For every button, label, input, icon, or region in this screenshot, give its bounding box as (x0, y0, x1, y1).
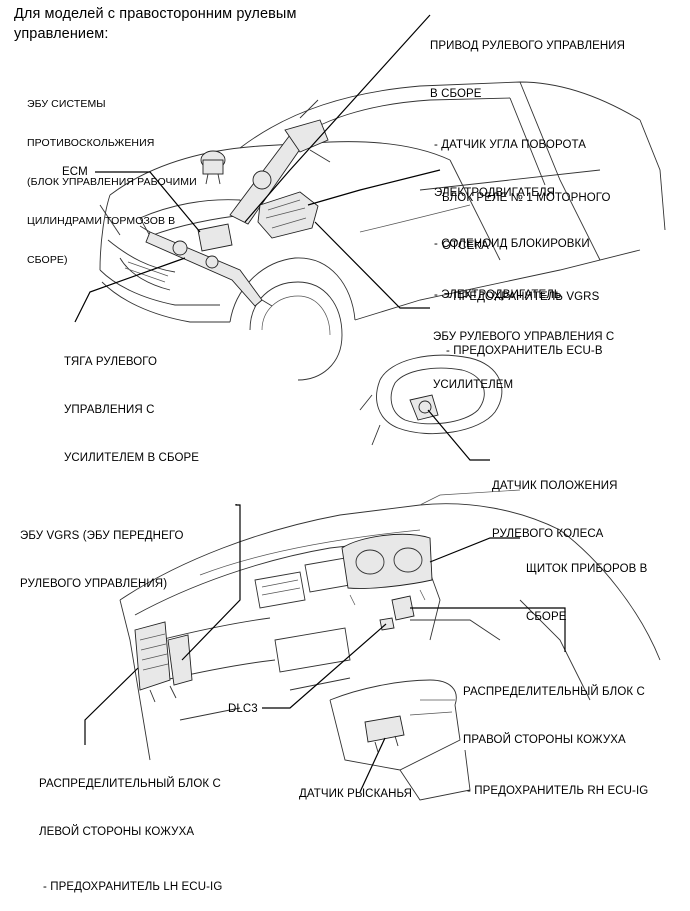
rh-junction-line-2: ПРАВОЙ СТОРОНЫ КОЖУХА (463, 734, 626, 746)
abs-ecu-line-1: ЭБУ СИСТЕМЫ (27, 98, 106, 110)
relay-block-line-2: ОТСЕКА (442, 240, 489, 252)
abs-ecu-label: ЭБУ СИСТЕМЫ ПРОТИВОСКОЛЬЖЕНИЯ (БЛОК УПРА… (27, 72, 197, 280)
relay-block-line-3: - ПРЕДОХРАНИТЕЛЬ VGRS (446, 291, 600, 303)
steering-actuator-line-3: - ДАТЧИК УГЛА ПОВОРОТА (434, 139, 587, 151)
wheel-sensor-line-2: РУЛЕВОГО КОЛЕСА (492, 528, 604, 540)
heading-line-2: управлением: (14, 26, 109, 42)
steering-link-line-3: УСИЛИТЕЛЕМ В СБОРЕ (64, 452, 200, 464)
abs-ecu-line-3: (БЛОК УПРАВЛЕНИЯ РАБОЧИМИ (27, 176, 197, 188)
abs-ecu-line-5: СБОРЕ) (27, 254, 68, 266)
vgrs-ecu-line-2: РУЛЕВОГО УПРАВЛЕНИЯ) (20, 578, 168, 590)
eps-ecu-label: ЭБУ РУЛЕВОГО УПРАВЛЕНИЯ С УСИЛИТЕЛЕМ (433, 297, 614, 409)
ecm-drawing (197, 223, 233, 252)
relay-block-label: БЛОК РЕЛЕ № 1 МОТОРНОГО ОТСЕКА - ПРЕДОХР… (442, 158, 611, 375)
vgrs-ecu-line-1: ЭБУ VGRS (ЭБУ ПЕРЕДНЕГО (20, 530, 184, 542)
lh-junction-line-3: - ПРЕДОХРАНИТЕЛЬ LH ECU-IG (43, 881, 223, 893)
lh-junction-line-2: ЛЕВОЙ СТОРОНЫ КОЖУХА (39, 826, 195, 838)
lh-junction-drawing (134, 621, 193, 703)
leader-lines-bottom (84, 504, 566, 793)
steering-actuator-line-2: В СБОРЕ (430, 88, 482, 100)
component-location-diagram: Для моделей с правосторонним рулевым упр… (14, 6, 666, 893)
leader-lines-top (74, 14, 441, 323)
rh-junction-line-1: РАСПРЕДЕЛИТЕЛЬНЫЙ БЛОК С (463, 686, 645, 698)
steering-link-line-2: УПРАВЛЕНИЯ С (64, 404, 155, 416)
yaw-sensor-drawing (364, 715, 405, 753)
ecm-label: ECM (62, 166, 88, 178)
steering-actuator-label: ПРИВОД РУЛЕВОГО УПРАВЛЕНИЯ В СБОРЕ - ДАТ… (430, 6, 625, 319)
brake-actuator-drawing (200, 150, 226, 185)
abs-ecu-line-4: ЦИЛИНДРАМИ ТОРМОЗОВ В (27, 215, 176, 227)
steering-actuator-line-5: - СОЛЕНОИД БЛОКИРОВКИ (434, 238, 590, 250)
steering-actuator-line-4: ЭЛЕКТРОДВИГАТЕЛЯ (434, 187, 556, 199)
steering-rack-drawing (139, 225, 273, 307)
rh-junction-line-3: - ПРЕДОХРАНИТЕЛЬ RH ECU-IG (467, 785, 649, 797)
eps-ecu-line-1: ЭБУ РУЛЕВОГО УПРАВЛЕНИЯ С (433, 331, 615, 343)
dlc3-label: DLC3 (228, 703, 258, 715)
steering-link-line-1: ТЯГА РУЛЕВОГО (64, 356, 158, 368)
steering-actuator-line-1: ПРИВОД РУЛЕВОГО УПРАВЛЕНИЯ (430, 40, 626, 52)
relay-block-line-1: БЛОК РЕЛЕ № 1 МОТОРНОГО (442, 192, 611, 204)
line-drawings (74, 14, 666, 801)
wheel-sensor-label: ДАТЧИК ПОЛОЖЕНИЯ РУЛЕВОГО КОЛЕСА (492, 446, 618, 558)
rh-junction-label: РАСПРЕДЕЛИТЕЛЬНЫЙ БЛОК С ПРАВОЙ СТОРОНЫ … (463, 652, 648, 815)
lh-junction-line-1: РАСПРЕДЕЛИТЕЛЬНЫЙ БЛОК С (39, 778, 221, 790)
steering-link-label: ТЯГА РУЛЕВОГО УПРАВЛЕНИЯ С УСИЛИТЕЛЕМ В … (64, 322, 199, 482)
relay-block-drawing (257, 191, 319, 239)
steering-column-drawing (229, 99, 331, 225)
abs-ecu-line-2: ПРОТИВОСКОЛЬЖЕНИЯ (27, 137, 155, 149)
rh-junction-drawing (379, 595, 415, 631)
heading-line-1: Для моделей с правосторонним рулевым (14, 6, 297, 22)
combination-meter-line-2: СБОРЕ (526, 611, 567, 623)
lh-junction-label: РАСПРЕДЕЛИТЕЛЬНЫЙ БЛОК С ЛЕВОЙ СТОРОНЫ К… (39, 744, 222, 911)
vgrs-ecu-label: ЭБУ VGRS (ЭБУ ПЕРЕДНЕГО РУЛЕВОГО УПРАВЛЕ… (20, 496, 184, 608)
leader-lines-wheel (427, 409, 490, 461)
relay-block-line-4: - ПРЕДОХРАНИТЕЛЬ ECU-B (446, 345, 603, 357)
eps-ecu-line-2: УСИЛИТЕЛЕМ (433, 379, 514, 391)
combination-meter-label: ЩИТОК ПРИБОРОВ В СБОРЕ (526, 529, 647, 641)
steering-actuator-line-6: - ЭЛЕКТРОДВИГАТЕЛЬ (434, 289, 562, 301)
yaw-sensor-label: ДАТЧИК РЫСКАНЬЯ (299, 788, 413, 800)
combination-meter-line-1: ЩИТОК ПРИБОРОВ В (526, 563, 648, 575)
combination-meter-drawing (341, 533, 433, 606)
wheel-sensor-line-1: ДАТЧИК ПОЛОЖЕНИЯ (492, 480, 618, 492)
